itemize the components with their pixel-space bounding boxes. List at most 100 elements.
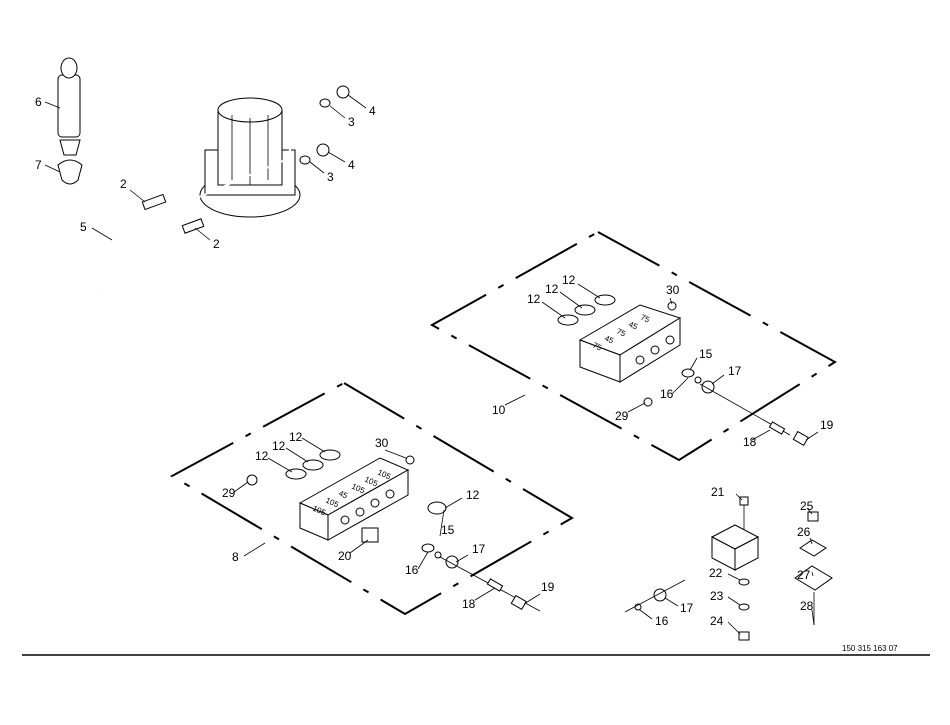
callout-7: 7	[35, 158, 42, 172]
leader-line	[541, 301, 566, 319]
leader-line	[809, 537, 813, 545]
block-marking: 45	[627, 320, 639, 332]
leader-line	[811, 609, 815, 626]
callout-12: 12	[527, 292, 541, 306]
callout-27: 27	[797, 568, 811, 582]
callout-15: 15	[441, 523, 455, 537]
callout-16: 16	[660, 387, 674, 401]
callout-17: 17	[728, 364, 742, 378]
leader-line	[751, 429, 771, 441]
pump-unit	[199, 97, 301, 218]
leader-line	[689, 357, 698, 371]
grease-cartridge	[57, 57, 81, 156]
callout-22: 22	[709, 566, 723, 580]
callout-19: 19	[541, 580, 555, 594]
cartridge-adapter	[57, 159, 83, 185]
distributor-block-lower	[298, 457, 410, 543]
clamp-block	[624, 496, 833, 641]
callout-15: 15	[699, 347, 713, 361]
leader-line	[455, 554, 469, 563]
leader-line	[129, 189, 146, 203]
supply-pipe	[61, 70, 312, 296]
leader-line	[577, 283, 601, 299]
leader-line	[711, 374, 725, 385]
leader-line	[267, 457, 293, 473]
callout-17: 17	[472, 542, 486, 556]
leader-line	[347, 94, 367, 109]
callout-26: 26	[797, 525, 811, 539]
leader-line	[727, 573, 741, 581]
leader-line	[285, 447, 309, 463]
leader-line	[349, 539, 369, 554]
callout-12: 12	[255, 449, 269, 463]
callout-6: 6	[35, 95, 42, 109]
leader-line	[805, 431, 819, 441]
block-marking: 45	[603, 334, 615, 346]
leader-line	[664, 597, 679, 607]
callout-12: 12	[272, 439, 286, 453]
leader-line	[559, 291, 583, 309]
callout-23: 23	[710, 589, 724, 603]
callout-20: 20	[338, 549, 352, 563]
leader-line	[327, 151, 346, 163]
callout-30: 30	[666, 283, 680, 297]
callout-16: 16	[405, 563, 419, 577]
block-marking: 75	[639, 313, 651, 325]
callout-28: 28	[800, 599, 814, 613]
callout-12: 12	[289, 430, 303, 444]
callout-12: 12	[466, 488, 480, 502]
callout-3: 3	[327, 170, 334, 184]
leader-line	[669, 297, 673, 305]
leader-line	[91, 227, 113, 241]
callout-16: 16	[655, 614, 669, 628]
block-marking: 75	[591, 341, 603, 353]
callout-30: 30	[375, 436, 389, 450]
callout-4: 4	[369, 104, 376, 118]
drawing-reference: 150 315 163 07	[842, 644, 898, 653]
leader-line	[194, 227, 211, 241]
leader-line	[301, 437, 326, 453]
leader-line	[243, 542, 266, 557]
leader-line	[504, 394, 526, 406]
leader-line	[384, 449, 407, 459]
callout-5: 5	[80, 220, 87, 234]
callout-17: 17	[680, 601, 694, 615]
leader-line	[806, 507, 813, 515]
leader-line	[735, 493, 743, 501]
callout-18: 18	[462, 597, 476, 611]
leader-line	[727, 621, 741, 635]
leader-line	[639, 609, 653, 620]
leader-line	[439, 509, 445, 537]
callout-12: 12	[545, 282, 559, 296]
leader-line	[811, 571, 814, 577]
callout-21: 21	[711, 485, 725, 499]
leader-line	[233, 481, 249, 493]
fittings-upper	[557, 294, 809, 447]
callout-18: 18	[743, 435, 757, 449]
callout-4: 4	[348, 158, 355, 172]
callout-3: 3	[348, 115, 355, 129]
callout-25: 25	[800, 499, 814, 513]
callout-12: 12	[562, 273, 576, 287]
leader-line	[523, 593, 541, 605]
leader-line	[727, 596, 741, 606]
callout-2: 2	[213, 237, 220, 251]
leader-line	[417, 551, 429, 570]
callout-8: 8	[232, 550, 239, 564]
leader-line	[474, 587, 496, 601]
leader-line	[44, 164, 61, 173]
callout-29: 29	[222, 486, 236, 500]
leader-line	[309, 161, 325, 174]
bolts-and-nuts	[141, 85, 350, 234]
leader-line	[671, 377, 689, 395]
block-marking: 45	[337, 489, 349, 501]
callout-24: 24	[710, 614, 724, 628]
callout-29: 29	[615, 409, 629, 423]
leader-line	[627, 402, 646, 413]
fittings-lower	[246, 449, 541, 612]
assembly-frame-8	[169, 381, 574, 616]
block-marking: 75	[615, 327, 627, 339]
assembly-frame-10	[429, 230, 837, 462]
distributor-block-upper	[578, 304, 682, 383]
